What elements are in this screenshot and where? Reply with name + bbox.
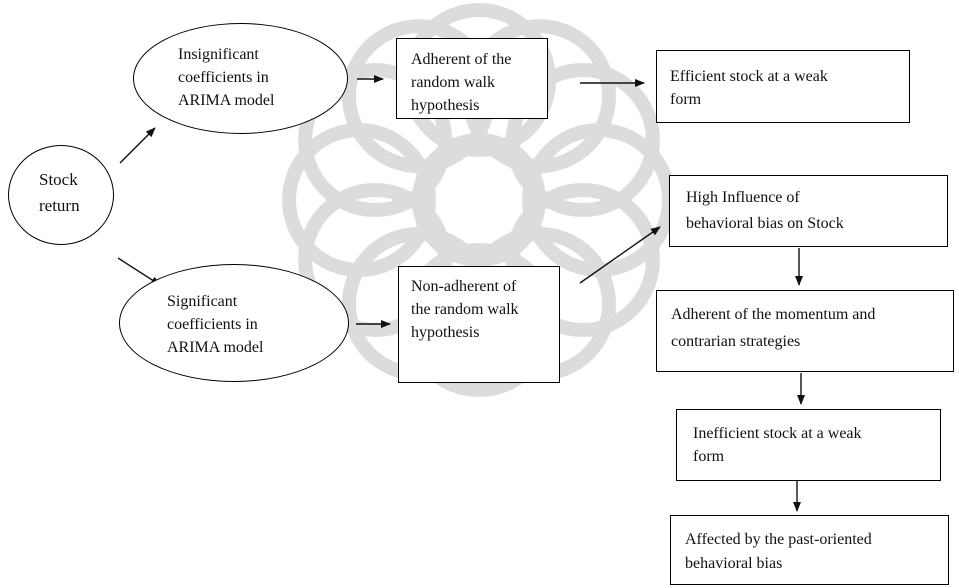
node-insignificant-coefficients: Insignificant coefficients in ARIMA mode… — [133, 23, 348, 134]
node-stock-return: Stock return — [8, 145, 114, 245]
node-significant-coefficients-label: Significant coefficients in ARIMA model — [167, 293, 264, 356]
node-adherent-momentum: Adherent of the momentum and contrarian … — [656, 290, 954, 372]
watermark-petal — [505, 63, 660, 217]
node-high-influence: High Influence of behavioral bias on Sto… — [669, 175, 948, 247]
node-significant-coefficients: Significant coefficients in ARIMA model — [119, 264, 349, 382]
node-insignificant-coefficients-label: Insignificant coefficients in ARIMA mode… — [178, 46, 275, 109]
node-inefficient-stock: Inefficient stock at a weak form — [676, 409, 941, 481]
node-adherent-random-walk: Adherent of the random walk hypothesis — [396, 38, 548, 119]
node-affected-past-bias: Affected by the past-oriented behavioral… — [670, 515, 949, 585]
node-high-influence-label: High Influence of behavioral bias on Sto… — [686, 189, 844, 232]
node-adherent-random-walk-label: Adherent of the random walk hypothesis — [411, 51, 512, 114]
watermark-petal — [298, 183, 453, 337]
arrow-non-adherent-random-walk-to-high-influence — [579, 226, 661, 284]
node-affected-past-bias-label: Affected by the past-oriented behavioral… — [685, 531, 872, 572]
node-non-adherent-random-walk-label: Non-adherent of the random walk hypothes… — [411, 278, 519, 341]
node-efficient-stock: Efficient stock at a weak form — [656, 50, 910, 123]
arrow-stock-return-to-insignificant — [119, 127, 156, 164]
node-non-adherent-random-walk: Non-adherent of the random walk hypothes… — [398, 266, 560, 383]
node-adherent-momentum-label: Adherent of the momentum and contrarian … — [671, 306, 876, 350]
node-stock-return-label: Stock return — [39, 170, 80, 215]
node-efficient-stock-label: Efficient stock at a weak form — [670, 68, 828, 108]
node-inefficient-stock-label: Inefficient stock at a weak form — [693, 425, 862, 465]
watermark-core — [412, 133, 546, 267]
